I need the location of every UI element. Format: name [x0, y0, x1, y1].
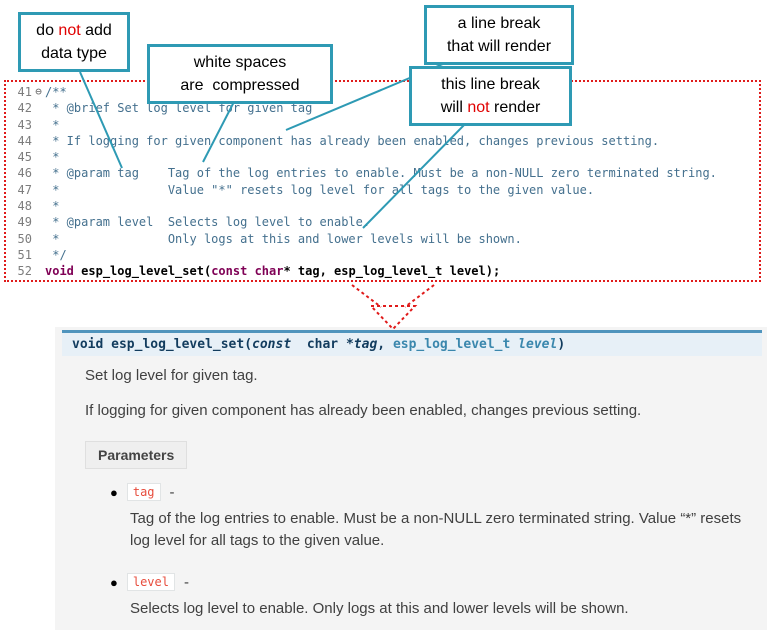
code-line: 43 * — [17, 117, 60, 132]
callout-text: will not render — [440, 99, 541, 116]
code-line: 48 * — [17, 199, 60, 214]
doc-brief-paragraph: Set log level for given tag. — [85, 367, 258, 384]
param-name-chip: tag — [126, 483, 161, 501]
callout-text: this line break — [441, 76, 540, 93]
param-item-tag: ● tag - — [110, 483, 175, 501]
bullet-icon: ● — [110, 574, 118, 590]
code-line: 46 * @param tag Tag of the log entries t… — [17, 166, 717, 181]
code-line: 44 * If logging for given component has … — [17, 133, 660, 148]
parameters-heading: Parameters — [85, 441, 188, 469]
code-line: 50 * Only logs at this and lower levels … — [17, 231, 522, 246]
code-line: 52 void esp_log_level_set(const char* ta… — [17, 264, 501, 279]
callout-whitespace: white spaces are compressed — [147, 44, 333, 104]
param-separator: - — [183, 573, 189, 591]
code-line: 49 * @param level Selects log level to e… — [17, 215, 371, 230]
doc-detail-paragraph: If logging for given component has alrea… — [85, 402, 642, 419]
param-separator: - — [169, 483, 175, 501]
callout-text: a line break — [457, 15, 541, 32]
callout-text: that will render — [446, 38, 552, 55]
param-name-chip: level — [126, 573, 175, 591]
param-description: Tag of the log entries to enable. Must b… — [130, 510, 742, 549]
callout-text: white spaces — [193, 54, 287, 71]
code-line: 45 * — [17, 150, 60, 165]
bullet-icon: ● — [110, 484, 118, 500]
function-signature: void esp_log_level_set(const char *tag, … — [62, 330, 762, 356]
code-line: 41⊖/** — [17, 85, 67, 99]
code-line: 47 * Value "*" resets log level for all … — [17, 182, 595, 197]
callout-text: are compressed — [180, 77, 300, 94]
code-line: 51 */ — [17, 247, 67, 262]
param-description: Selects log level to enable. Only logs a… — [130, 600, 629, 617]
code-lines: 41⊖/** 42 * @brief Set log level for give… — [10, 84, 759, 280]
code-line: 42 * @brief Set log level for given tag — [17, 101, 313, 116]
callout-no-datatype: do not add data type — [18, 12, 130, 72]
param-item-level: ● level - — [110, 573, 189, 591]
callout-text: do not add — [36, 22, 112, 39]
callout-break-render: a line break that will render — [424, 5, 574, 65]
rendered-documentation: void esp_log_level_set(const char *tag, … — [55, 327, 767, 630]
callout-text: data type — [41, 45, 107, 62]
callout-break-norender: this line break will not render — [409, 66, 572, 126]
source-code-editor: 41⊖/** 42 * @brief Set log level for give… — [4, 80, 761, 282]
dotted-arrow-down-icon — [351, 284, 435, 331]
